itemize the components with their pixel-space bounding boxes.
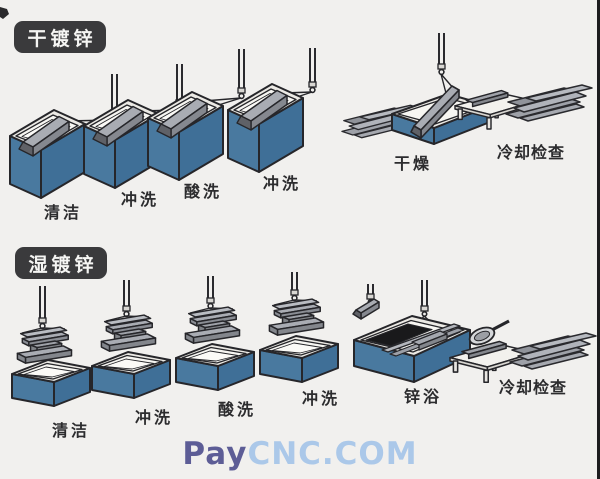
wet-step-label-rinse2: 冲洗 xyxy=(301,389,341,408)
wet-pickling-tank-icon xyxy=(175,276,255,391)
watermark: PayCNC.COM xyxy=(182,436,417,472)
dry-step-label-rinse2: 冲洗 xyxy=(262,174,302,193)
wet-step-label-zinc-bath: 锌浴 xyxy=(403,387,443,406)
dry-step-label-cool-inspect: 冷却检查 xyxy=(496,143,566,162)
wet-step-label-rinse1: 冲洗 xyxy=(134,408,174,427)
watermark-brand-part1: Pay xyxy=(182,436,248,472)
corner-artifact xyxy=(0,7,9,19)
drying-tank-icon xyxy=(391,33,491,145)
dry-pickling-tank-icon xyxy=(147,49,246,181)
wet-row xyxy=(11,272,597,407)
dry-galvanizing-badge: 干镀锌 xyxy=(14,21,106,53)
zinc-bath-tank-icon xyxy=(352,280,471,383)
wet-rinse-tank-icon xyxy=(91,280,171,399)
dry-step-label-pickle: 酸洗 xyxy=(183,182,223,201)
wet-rinse2-tank-icon xyxy=(259,272,339,383)
dry-step-label-rinse1: 冲洗 xyxy=(120,190,160,209)
wet-cleaning-tank-icon xyxy=(11,286,91,407)
right-edge-strip xyxy=(597,0,600,479)
wet-step-label-cool-inspect: 冷却检查 xyxy=(498,378,568,397)
dry-step-label-clean: 清洁 xyxy=(43,203,83,222)
dry-step-label-dry: 干燥 xyxy=(393,154,433,173)
watermark-brand-part2: CNC.COM xyxy=(247,436,418,472)
dry-rinse2-tank-icon xyxy=(227,48,317,173)
wet-galvanizing-badge: 湿镀锌 xyxy=(15,247,107,279)
wet-step-label-pickle: 酸洗 xyxy=(217,400,257,419)
wet-step-label-clean: 清洁 xyxy=(51,421,91,440)
dry-row xyxy=(9,33,593,199)
